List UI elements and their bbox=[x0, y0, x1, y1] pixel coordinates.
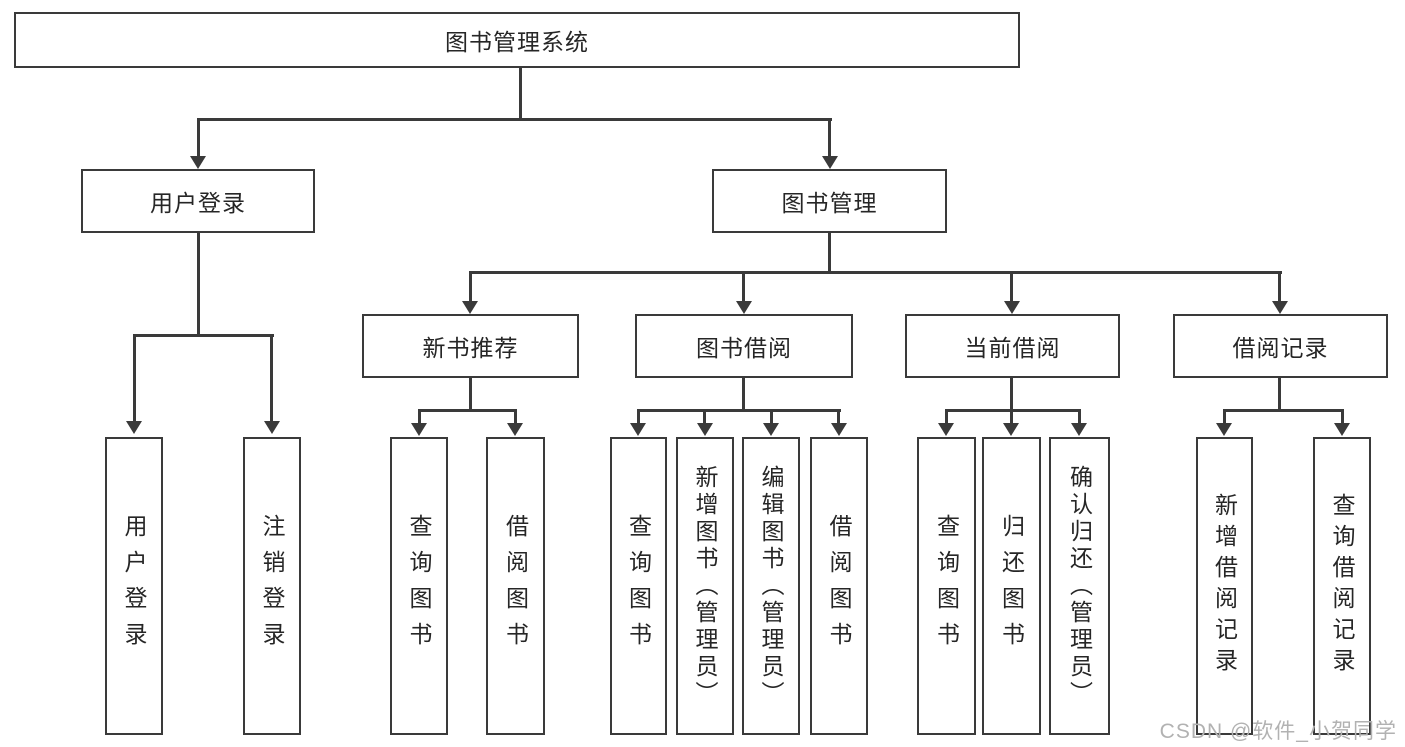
connector-book-borrow-bar bbox=[637, 409, 841, 412]
arrowhead-leaf-logout-icon bbox=[264, 421, 280, 434]
connector-level2-bar bbox=[197, 118, 832, 121]
connector-stem-cb-return bbox=[1010, 409, 1013, 424]
node-new-books-label: 新书推荐 bbox=[422, 335, 519, 361]
connector-book-mgmt-drop bbox=[828, 233, 831, 274]
connector-stem-nb-borrow bbox=[514, 409, 517, 424]
leaf-cb-confirm-return-admin-label: 确认归还（管理员） bbox=[1066, 464, 1093, 708]
leaf-bb-add-books-admin: 新增图书（管理员） bbox=[676, 437, 734, 735]
connector-new-books-drop bbox=[469, 378, 472, 412]
node-current-borrow-label: 当前借阅 bbox=[964, 335, 1061, 361]
arrowhead-br-add-icon bbox=[1216, 423, 1232, 436]
leaf-cb-query-books: 查询图书 bbox=[917, 437, 976, 735]
node-new-books: 新书推荐 bbox=[362, 314, 579, 378]
node-book-mgmt: 图书管理 bbox=[712, 169, 947, 233]
connector-stem-user-login bbox=[197, 118, 200, 158]
connector-stem-cb-query bbox=[945, 409, 948, 424]
leaf-nb-query-books: 查询图书 bbox=[390, 437, 448, 735]
connector-book-borrow-drop bbox=[742, 378, 745, 412]
connector-stem-bb-edit bbox=[770, 409, 773, 424]
connector-current-borrow-drop bbox=[1010, 378, 1013, 412]
arrowhead-bb-edit-icon bbox=[763, 423, 779, 436]
connector-stem-nb-query bbox=[418, 409, 421, 424]
connector-stem-br-query bbox=[1341, 409, 1344, 424]
leaf-bb-query-books: 查询图书 bbox=[610, 437, 667, 735]
connector-user-login-drop bbox=[197, 233, 200, 337]
leaf-br-query-record: 查询借阅记录 bbox=[1313, 437, 1371, 735]
arrowhead-book-borrow-icon bbox=[736, 301, 752, 314]
connector-stem-book-borrow bbox=[742, 271, 745, 303]
connector-stem-current-borrow bbox=[1010, 271, 1013, 303]
leaf-bb-query-books-label: 查询图书 bbox=[625, 514, 652, 658]
leaf-logout-label: 注销登录 bbox=[259, 514, 285, 658]
leaf-cb-query-books-label: 查询图书 bbox=[933, 514, 960, 658]
connector-stem-bb-add bbox=[703, 409, 706, 424]
arrowhead-nb-query-icon bbox=[411, 423, 427, 436]
leaf-br-add-record: 新增借阅记录 bbox=[1196, 437, 1253, 735]
connector-level3-bar bbox=[469, 271, 1282, 274]
connector-new-books-bar bbox=[418, 409, 517, 412]
leaf-nb-borrow-books-label: 借阅图书 bbox=[502, 514, 529, 658]
node-borrow-records: 借阅记录 bbox=[1173, 314, 1388, 378]
leaf-bb-borrow-books: 借阅图书 bbox=[810, 437, 868, 735]
arrowhead-borrow-records-icon bbox=[1272, 301, 1288, 314]
connector-user-login-bar bbox=[133, 334, 274, 337]
node-book-mgmt-label: 图书管理 bbox=[781, 190, 878, 216]
arrowhead-nb-borrow-icon bbox=[507, 423, 523, 436]
connector-stem-bb-borrow bbox=[837, 409, 840, 424]
connector-borrow-records-drop bbox=[1278, 378, 1281, 412]
leaf-user-login-label: 用户登录 bbox=[121, 514, 147, 658]
connector-stem-leaf-logout bbox=[270, 334, 273, 423]
arrowhead-user-login-icon bbox=[190, 156, 206, 169]
connector-stem-borrow-records bbox=[1278, 271, 1281, 303]
root-node-library-system: 图书管理系统 bbox=[14, 12, 1020, 68]
leaf-user-login: 用户登录 bbox=[105, 437, 163, 735]
node-book-borrow: 图书借阅 bbox=[635, 314, 853, 378]
connector-stem-br-add bbox=[1223, 409, 1226, 424]
node-current-borrow: 当前借阅 bbox=[905, 314, 1120, 378]
arrowhead-cb-query-icon bbox=[938, 423, 954, 436]
arrowhead-bb-borrow-icon bbox=[831, 423, 847, 436]
leaf-br-add-record-label: 新增借阅记录 bbox=[1211, 493, 1238, 679]
leaf-cb-return-books: 归还图书 bbox=[982, 437, 1041, 735]
leaf-bb-edit-books-admin: 编辑图书（管理员） bbox=[742, 437, 800, 735]
connector-stem-new-books bbox=[469, 271, 472, 303]
arrowhead-bb-add-icon bbox=[697, 423, 713, 436]
arrowhead-cb-return-icon bbox=[1003, 423, 1019, 436]
connector-current-borrow-bar bbox=[945, 409, 1081, 412]
csdn-watermark: CSDN @软件_小贺同学 bbox=[1159, 720, 1397, 743]
node-user-login-label: 用户登录 bbox=[150, 190, 246, 216]
connector-stem-cb-confirm bbox=[1078, 409, 1081, 424]
arrowhead-br-query-icon bbox=[1334, 423, 1350, 436]
leaf-cb-confirm-return-admin: 确认归还（管理员） bbox=[1049, 437, 1110, 735]
arrowhead-book-mgmt-icon bbox=[822, 156, 838, 169]
arrowhead-cb-confirm-icon bbox=[1071, 423, 1087, 436]
arrowhead-new-books-icon bbox=[462, 301, 478, 314]
connector-borrow-records-bar bbox=[1223, 409, 1344, 412]
arrowhead-bb-query-icon bbox=[630, 423, 646, 436]
leaf-bb-borrow-books-label: 借阅图书 bbox=[826, 514, 852, 658]
leaf-nb-borrow-books: 借阅图书 bbox=[486, 437, 545, 735]
leaf-logout: 注销登录 bbox=[243, 437, 301, 735]
connector-root-drop bbox=[519, 68, 522, 121]
root-node-label: 图书管理系统 bbox=[445, 29, 589, 55]
leaf-br-query-record-label: 查询借阅记录 bbox=[1329, 493, 1355, 679]
connector-stem-leaf-login bbox=[133, 334, 136, 423]
leaf-bb-add-books-admin-label: 新增图书（管理员） bbox=[692, 464, 718, 708]
arrowhead-leaf-login-icon bbox=[126, 421, 142, 434]
node-user-login: 用户登录 bbox=[81, 169, 315, 233]
connector-stem-book-mgmt bbox=[828, 118, 831, 158]
connector-stem-bb-query bbox=[637, 409, 640, 424]
leaf-bb-edit-books-admin-label: 编辑图书（管理员） bbox=[758, 464, 784, 708]
node-book-borrow-label: 图书借阅 bbox=[696, 335, 792, 361]
leaf-nb-query-books-label: 查询图书 bbox=[406, 514, 432, 658]
leaf-cb-return-books-label: 归还图书 bbox=[998, 514, 1025, 658]
arrowhead-current-borrow-icon bbox=[1004, 301, 1020, 314]
node-borrow-records-label: 借阅记录 bbox=[1232, 335, 1329, 361]
